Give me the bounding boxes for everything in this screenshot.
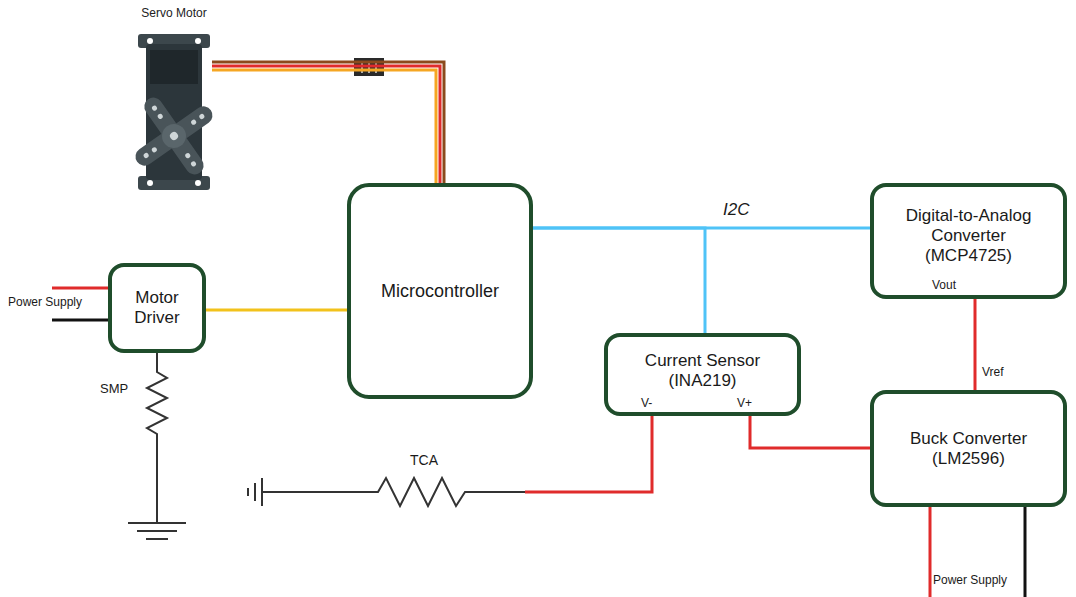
signal-label: TCA — [410, 452, 438, 468]
wire — [212, 66, 440, 185]
component-box: Current Sensor (INA219) — [604, 333, 801, 416]
ground-symbol — [248, 478, 262, 506]
wire — [212, 62, 444, 185]
ground-symbol — [128, 523, 186, 539]
wire-connector — [533, 228, 705, 333]
supply-wire — [52, 319, 110, 322]
signal-label: Power Supply — [933, 574, 1007, 588]
supply-wire — [52, 287, 110, 290]
servo-illustration: Servo Motor — [126, 6, 222, 198]
wire — [750, 416, 870, 448]
signal-label: V- — [641, 397, 652, 411]
resistor-symbol — [147, 352, 167, 522]
component-box: Motor Driver — [108, 263, 206, 353]
signal-label: I2C — [723, 200, 749, 220]
wire-connector — [975, 299, 976, 390]
wire-connector — [206, 310, 347, 311]
wire — [212, 70, 436, 185]
component-box: Buck Converter (LM2596) — [870, 390, 1067, 507]
wire — [206, 309, 347, 312]
box-label: Digital-to-Analog Converter (MCP4725) — [894, 206, 1044, 266]
box-label: Microcontroller — [381, 281, 499, 301]
resistor-symbol — [262, 478, 525, 506]
supply-wire — [929, 504, 932, 597]
wire — [974, 299, 977, 390]
component-box: Digital-to-Analog Converter (MCP4725) — [870, 183, 1067, 299]
node-label: Servo Motor — [126, 6, 222, 20]
signal-label: Power Supply — [8, 296, 82, 310]
signal-label: V+ — [737, 397, 752, 411]
wire-connector — [212, 62, 444, 185]
signal-label: Vref — [982, 366, 1004, 380]
wire-connector — [750, 416, 870, 448]
servo-drawing — [128, 26, 220, 196]
supply-wire — [1024, 504, 1027, 597]
signal-label: SMP — [100, 382, 128, 397]
wire — [533, 228, 705, 333]
box-label: Motor Driver — [120, 288, 194, 328]
box-label: Buck Converter (LM2596) — [894, 429, 1044, 469]
sensor-wire — [525, 413, 652, 492]
component-box: Microcontroller — [347, 183, 533, 399]
box-label: Current Sensor (INA219) — [623, 351, 783, 391]
signal-label: Vout — [932, 279, 956, 293]
